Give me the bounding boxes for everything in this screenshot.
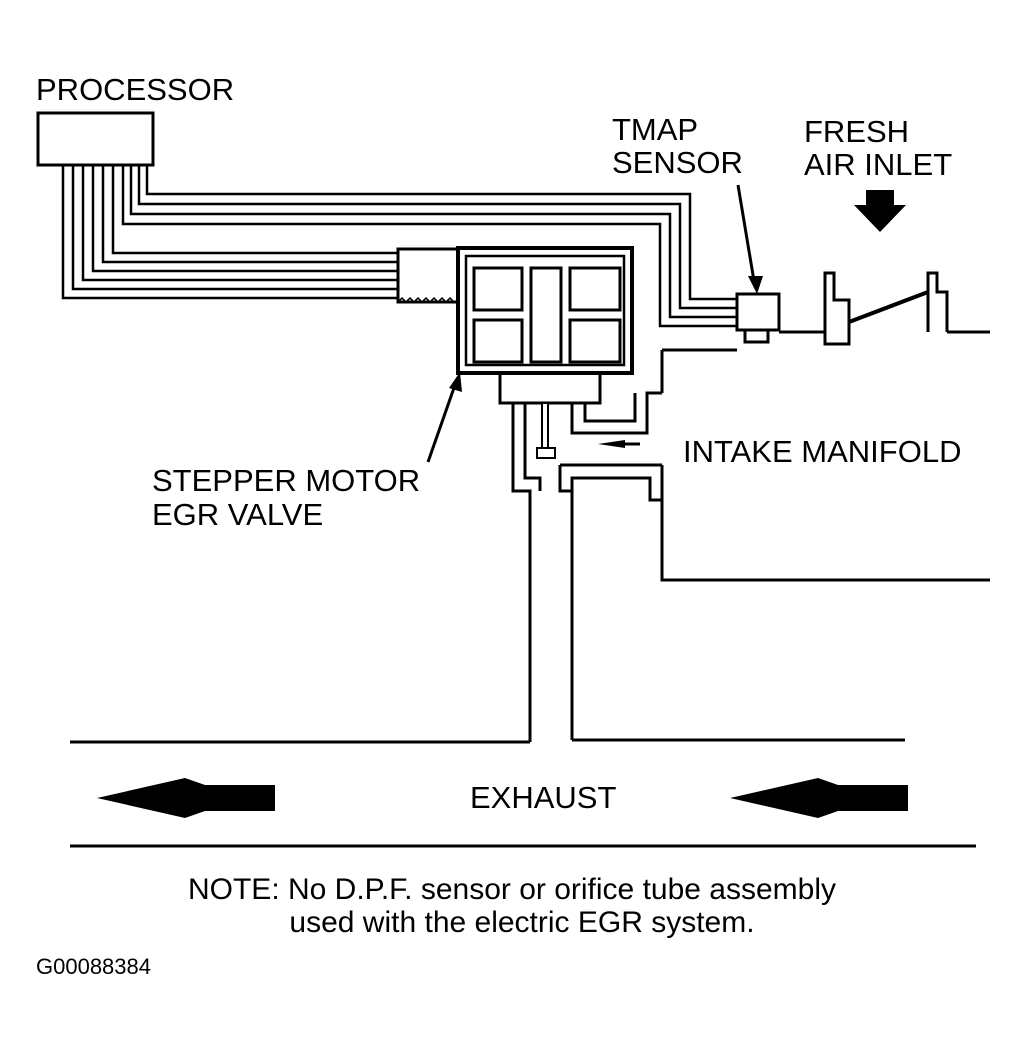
figure-code: G00088384 (36, 954, 151, 979)
tmap-label-line1: TMAP (612, 112, 698, 147)
fresh-air-arrow-icon (854, 190, 906, 232)
exhaust-pipe (70, 738, 976, 848)
tmap-label-line2: SENSOR (612, 145, 743, 180)
note-line1: NOTE: No D.P.F. sensor or orifice tube a… (188, 873, 836, 906)
intake-manifold (660, 348, 990, 582)
intake-manifold-label: INTAKE MANIFOLD (683, 434, 961, 469)
stepper-motor-label-line2: EGR VALVE (152, 497, 323, 532)
air-inlet-duct (779, 271, 990, 346)
tmap-sensor (735, 292, 781, 344)
egr-connector (396, 247, 460, 304)
egr-passage (511, 403, 662, 742)
tmap-leader-line (736, 184, 757, 288)
intake-flow-arrow-icon (598, 440, 640, 448)
note-line2: used with the electric EGR system. (289, 906, 754, 939)
tmap-leader-arrow-icon (748, 276, 763, 294)
processor-box (36, 111, 155, 167)
stepper-leader-line (426, 384, 457, 463)
fresh-air-label-line2: AIR INLET (804, 147, 952, 182)
exhaust-flow-arrow-left-icon (97, 778, 275, 818)
intake-connection (570, 391, 662, 435)
exhaust-flow-arrow-right-icon (730, 778, 908, 818)
exhaust-label: EXHAUST (470, 780, 616, 815)
fresh-air-label-line1: FRESH (804, 114, 909, 149)
stepper-leader-arrow-icon (449, 372, 462, 392)
wire-harness-to-egr-valve (61, 165, 400, 300)
stepper-motor-egr-valve (456, 246, 634, 459)
wire-harness-to-tmap-sensor (121, 165, 737, 328)
stepper-motor-label-line1: STEPPER MOTOR (152, 463, 420, 498)
processor-label: PROCESSOR (36, 72, 234, 107)
